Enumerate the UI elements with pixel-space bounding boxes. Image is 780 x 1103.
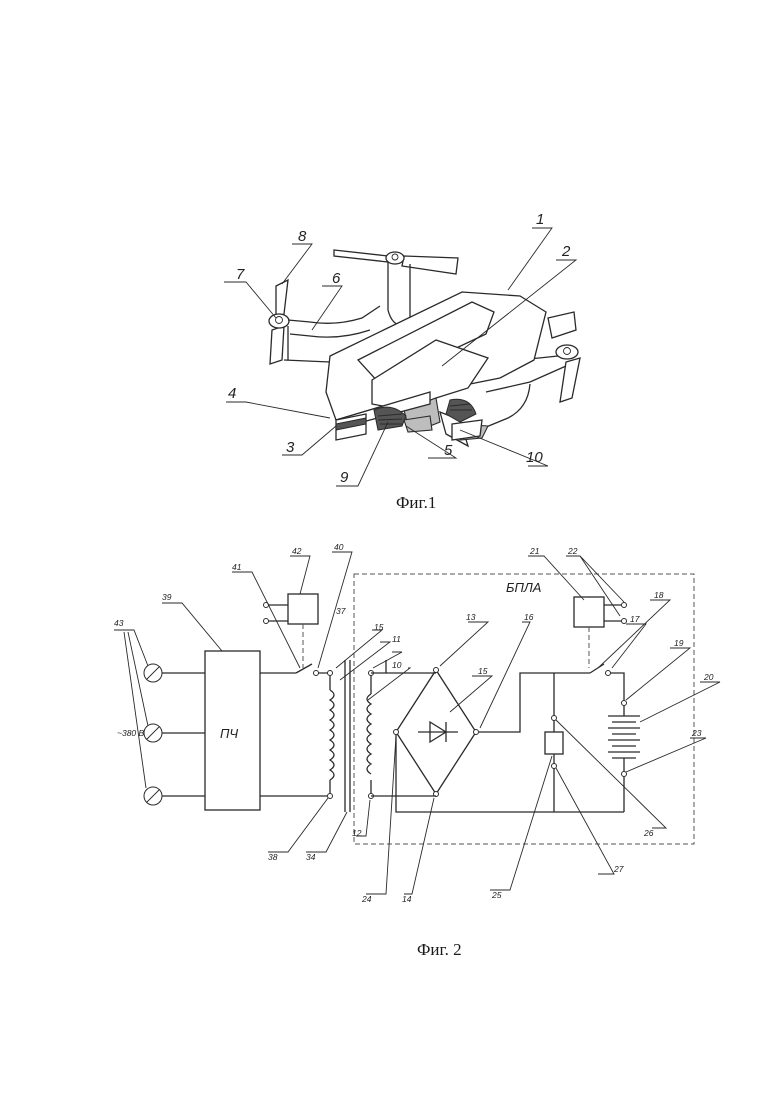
label-c42: 42 bbox=[292, 546, 302, 556]
label-c13: 13 bbox=[466, 612, 476, 622]
secondary-coil bbox=[367, 660, 386, 799]
figure-2-circuit: ПЧ ~380 В БПЛА bbox=[114, 542, 720, 959]
label-9: 9 bbox=[340, 469, 349, 486]
label-c23: 23 bbox=[691, 728, 702, 738]
label-8: 8 bbox=[298, 228, 307, 245]
label-c40: 40 bbox=[334, 542, 344, 552]
figure-1-drone: 1 2 3 4 5 6 7 8 9 10 Фиг.1 bbox=[224, 211, 580, 512]
label-c10: 10 bbox=[392, 660, 402, 670]
label-c24: 24 bbox=[361, 894, 372, 904]
label-7: 7 bbox=[236, 266, 245, 283]
primary-coil bbox=[260, 660, 350, 812]
label-1: 1 bbox=[536, 211, 544, 228]
label-c26: 26 bbox=[643, 828, 654, 838]
label-c12: 12 bbox=[352, 828, 362, 838]
label-c25: 25 bbox=[491, 890, 502, 900]
battery-circuit bbox=[545, 597, 640, 812]
label-c15-a: 15 bbox=[374, 622, 384, 632]
uav-block-label: БПЛА bbox=[506, 580, 541, 595]
supply-voltage-label: ~380 В bbox=[117, 728, 145, 738]
label-c20: 20 bbox=[703, 672, 714, 682]
label-c37: 37 bbox=[336, 606, 346, 616]
label-2: 2 bbox=[561, 243, 571, 260]
label-c11: 11 bbox=[392, 634, 401, 644]
label-c14: 14 bbox=[402, 894, 412, 904]
label-c43: 43 bbox=[114, 618, 124, 628]
label-c22: 22 bbox=[567, 546, 578, 556]
label-c38: 38 bbox=[268, 852, 278, 862]
label-4: 4 bbox=[228, 385, 236, 402]
label-c18: 18 bbox=[654, 590, 664, 600]
label-c19: 19 bbox=[674, 638, 684, 648]
label-c39: 39 bbox=[162, 592, 172, 602]
label-c21: 21 bbox=[529, 546, 540, 556]
label-10: 10 bbox=[526, 449, 543, 466]
label-c16: 16 bbox=[524, 612, 534, 622]
propeller-left bbox=[269, 280, 289, 364]
frequency-converter-label: ПЧ bbox=[220, 726, 238, 741]
supply-terminals bbox=[114, 630, 205, 805]
label-c34: 34 bbox=[306, 852, 316, 862]
label-3: 3 bbox=[286, 439, 295, 456]
label-c41: 41 bbox=[232, 562, 242, 572]
label-c27: 27 bbox=[613, 864, 624, 874]
label-5: 5 bbox=[444, 442, 453, 459]
label-c17: 17 bbox=[630, 614, 640, 624]
figure-1-caption: Фиг.1 bbox=[396, 493, 436, 512]
figure-2-caption: Фиг. 2 bbox=[417, 940, 462, 959]
label-c15-b: 15 bbox=[478, 666, 488, 676]
label-6: 6 bbox=[332, 270, 341, 287]
bridge-rectifier bbox=[384, 668, 624, 813]
